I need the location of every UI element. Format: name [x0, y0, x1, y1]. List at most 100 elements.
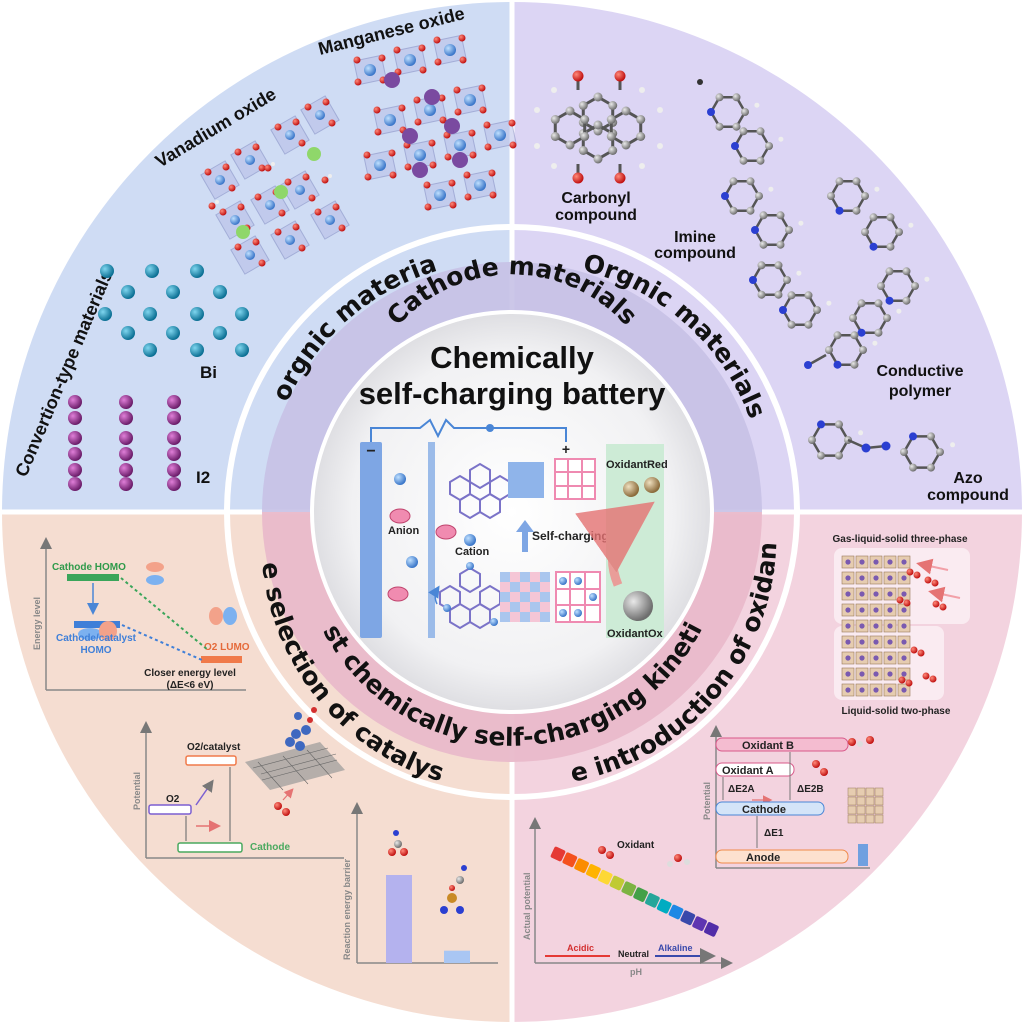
o2-label: O2 [166, 794, 180, 805]
ph-step [597, 869, 613, 885]
three-phase-label: Gas-liquid-solid three-phase [832, 534, 967, 545]
polymer-molecule [804, 177, 930, 369]
iodine-atom [119, 447, 133, 461]
iodine-atom [119, 463, 133, 477]
ph-step [562, 852, 578, 868]
barrier-chart: Reaction energy barrier [342, 802, 498, 964]
ph-step [574, 858, 589, 873]
delta-e1-label: ΔE1 [764, 828, 784, 839]
iodine-atom [167, 447, 181, 461]
ph-step [680, 910, 696, 926]
ph-step [692, 916, 707, 931]
iodine-atom [119, 477, 133, 491]
cc-homo-label-1: Cathode/catalyst [56, 633, 137, 644]
polymer-label-2: polymer [889, 383, 951, 400]
bi-atom [166, 285, 180, 299]
cathode-label-ox: Cathode [742, 804, 786, 816]
oxidant-quadrant: Gas-liquid-solid three-phase Liquid-soli… [522, 534, 970, 977]
bi-atom [121, 326, 135, 340]
carbonyl-molecule [534, 70, 663, 184]
bi-atom [166, 326, 180, 340]
iodine-atom [119, 395, 133, 409]
iodine-atom [68, 395, 82, 409]
barrier-bar [386, 875, 412, 963]
organic-quadrant: Carbonyl compound Imine compound Conduct… [534, 70, 1009, 504]
imine-molecule [697, 79, 832, 329]
iodine-atom [68, 463, 82, 477]
iodine-atom [119, 411, 133, 425]
ph-step [656, 898, 672, 914]
separator [428, 442, 435, 638]
bi-lattice [98, 264, 249, 357]
acidic-label: Acidic [567, 943, 594, 953]
ph-step [704, 922, 719, 937]
oxidant-a-label: Oxidant A [722, 765, 774, 777]
oxidant-label: Oxidant [617, 840, 655, 851]
ph-step [633, 887, 648, 902]
potential-panel: Potential O2/catalyst O2 Cathode [132, 707, 345, 859]
barrier-ylabel: Reaction energy barrier [342, 858, 352, 960]
iodine-atom [119, 431, 133, 445]
iodine-atom [167, 431, 181, 445]
actual-potential-ylabel: Actual potential [522, 872, 532, 940]
title-line2: self-charging battery [359, 376, 666, 411]
iodine-atom [68, 411, 82, 425]
bi-atom [213, 285, 227, 299]
azo-molecule [808, 420, 956, 472]
potential-ylabel-right: Potential [702, 782, 712, 820]
potential-ylabel-left: Potential [132, 772, 142, 810]
oxidant-red-label: OxidantRed [606, 459, 668, 471]
closer-energy-label-1: Closer energy level [144, 668, 236, 679]
closer-energy-label-2: (ΔE<6 eV) [167, 680, 214, 691]
bi-atom [235, 307, 249, 321]
oxidant-potential-panel: Potential Oxidant B Oxidant A ΔE2A ΔE2B … [702, 725, 884, 869]
bi-atom [190, 307, 204, 321]
anion-label: Anion [388, 525, 419, 537]
ph-step [645, 893, 660, 908]
catalyst-quadrant: Energy level Cathode HOMO Cathode/cataly… [32, 537, 498, 964]
bi-atom [145, 264, 159, 278]
bi-atom [98, 307, 112, 321]
iodine-atom [167, 477, 181, 491]
polymer-label-1: Conductive [876, 363, 963, 380]
carbonyl-label-1: Carbonyl [561, 190, 630, 207]
iodine-atom [167, 411, 181, 425]
ph-step [586, 864, 601, 879]
azo-label-1: Azo [953, 470, 983, 487]
imine-label-1: Imine [674, 229, 716, 246]
iodine-atom [68, 477, 82, 491]
iodine-atom [68, 447, 82, 461]
ph-step [621, 881, 637, 897]
bi-label: Bi [200, 363, 217, 382]
checker-pattern [500, 572, 550, 622]
delta-e2a-label: ΔE2A [728, 784, 755, 795]
manganese-oxide-structure [353, 34, 517, 211]
cathode-homo-label: Cathode HOMO [52, 562, 126, 573]
vanadium-oxide-structure [200, 95, 350, 275]
title-line1: Chemically [430, 340, 594, 375]
iodine-atom [167, 395, 181, 409]
iodine-atom [167, 463, 181, 477]
neutral-label: Neutral [618, 949, 649, 959]
barrier-bar [444, 950, 470, 963]
energy-level-ylabel: Energy level [32, 597, 42, 650]
azo-label-2: compound [927, 487, 1009, 504]
carbonyl-label-2: compound [555, 207, 637, 224]
ph-step [609, 875, 625, 891]
o2-catalyst-label: O2/catalyst [187, 742, 241, 753]
bi-atom [235, 343, 249, 357]
ph-step [550, 846, 566, 862]
alkaline-label: Alkaline [658, 943, 693, 953]
two-phase-label: Liquid-solid two-phase [842, 706, 951, 717]
imine-label-2: compound [654, 245, 736, 262]
bi-atom [190, 343, 204, 357]
cation-label: Cation [455, 546, 490, 558]
energy-level-panel: Energy level Cathode HOMO Cathode/cataly… [32, 537, 250, 691]
minus-sign: − [366, 443, 375, 460]
delta-e2b-label: ΔE2B [797, 784, 824, 795]
cc-homo-label-2: HOMO [80, 645, 111, 656]
self-charging-label: Self-charging [532, 529, 609, 543]
bi-atom [143, 307, 157, 321]
o2-lumo-label: O2 LUMO [204, 642, 250, 653]
